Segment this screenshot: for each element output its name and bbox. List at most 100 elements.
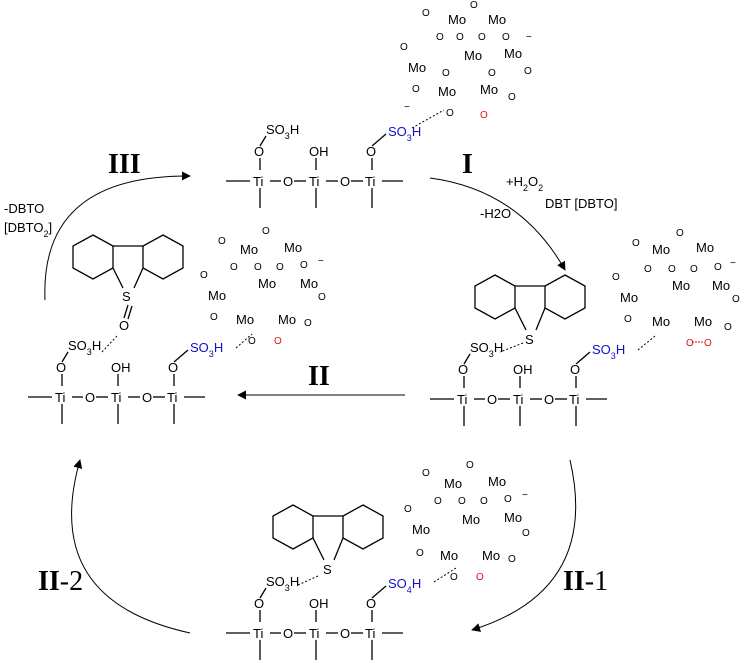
svg-text:Ti: Ti [513,392,523,407]
svg-text:Ti: Ti [111,390,121,405]
condition-dbto-out: -DBTO [4,201,44,216]
svg-text:Mo: Mo [694,314,712,329]
condition-dbto2-out: [DBTO2] [4,220,52,239]
svg-text:O: O [422,468,430,479]
svg-text:Ti: Ti [253,174,263,189]
svg-text:O: O [168,360,178,375]
polyoxometalate-peroxo-right: Mo Mo Mo Mo Mo Mo Mo O O O O O O O O O O… [612,228,740,349]
svg-text:S: S [122,289,131,304]
svg-text:O: O [690,264,698,275]
svg-text:O: O [210,312,218,323]
svg-text:O: O [442,68,450,79]
svg-text:Mo: Mo [652,242,670,257]
svg-text:O: O [412,84,420,95]
step-label-II: II [308,361,330,392]
svg-text:O: O [200,270,208,281]
svg-text:O: O [470,0,478,11]
svg-text:Mo: Mo [504,510,522,525]
arrow-step-II-1 [471,459,577,632]
svg-text:O: O [544,392,554,407]
svg-text:−: − [730,258,736,269]
svg-text:O: O [458,496,466,507]
svg-text:O: O [704,338,712,349]
step-label-III: III [108,149,141,180]
svg-text:O: O [458,362,468,377]
dibenzothiophene-oxide-left: S O [72,234,184,333]
svg-text:O: O [504,494,512,505]
svg-text:Ti: Ti [365,174,375,189]
svg-text:O: O [230,262,238,273]
svg-text:Mo: Mo [408,60,426,75]
svg-text:Mo: Mo [440,548,458,563]
svg-text:O: O [283,174,293,189]
svg-text:Mo: Mo [712,278,730,293]
svg-text:Mo: Mo [504,46,522,61]
hbond-cluster-bottom [433,567,457,583]
svg-text:OH: OH [513,362,533,377]
svg-text:O: O [502,32,510,43]
svg-text:O: O [416,548,424,559]
svg-text:O: O [732,294,740,305]
svg-text:OH: OH [111,360,131,375]
svg-text:O: O [254,144,264,159]
condition-dbt: DBT [DBTO] [545,196,617,211]
svg-text:O: O [676,228,684,239]
svg-text:SO4H: SO4H [388,576,421,595]
svg-text:Mo: Mo [482,548,500,563]
svg-text:Mo: Mo [480,82,498,97]
svg-text:Mo: Mo [464,48,482,63]
svg-text:O: O [714,262,722,273]
svg-text:O: O [366,596,376,611]
ti-surface: Ti O Ti O Ti O SO3H OH O SO3H [28,338,223,424]
svg-text:O: O [480,496,488,507]
hbond-dbto-left [101,335,118,353]
svg-text:O: O [632,238,640,249]
svg-text:Mo: Mo [672,278,690,293]
svg-text:Mo: Mo [448,12,466,27]
svg-text:Ti: Ti [309,174,319,189]
svg-text:O: O [644,264,652,275]
svg-text:O: O [274,336,282,347]
svg-text:O: O [436,32,444,43]
svg-text:O: O [56,360,66,375]
svg-text:Ti: Ti [457,392,467,407]
svg-text:Mo: Mo [278,312,296,327]
condition-water: -H2O [480,206,511,221]
svg-text:SO3H: SO3H [470,340,503,359]
structure-bottom: Ti O Ti O Ti O SO3H OH O SO4H [226,574,421,660]
svg-text:Ti: Ti [569,392,579,407]
hbond-top [411,109,445,129]
svg-text:O: O [724,322,732,333]
svg-text:O: O [400,42,408,53]
svg-text:SO3H: SO3H [266,574,299,593]
svg-text:O: O [366,144,376,159]
svg-text:O: O [142,390,152,405]
svg-text:Mo: Mo [284,240,302,255]
svg-text:SO3H: SO3H [388,124,421,143]
hbond-cluster-right [637,335,656,351]
svg-text:S: S [525,332,534,347]
svg-text:−: − [318,256,324,267]
svg-text:O: O [262,226,270,237]
svg-text:Ti: Ti [365,626,375,641]
svg-text:Mo: Mo [488,474,506,489]
dibenzothiophene-bottom: S [272,504,384,577]
svg-text:O: O [300,260,308,271]
condition-h2o2: +H2O2 [506,174,543,193]
step-label-II-2: II-2 [38,566,83,597]
svg-text:O: O [404,504,412,515]
polyoxometalate-left: Mo Mo Mo Mo Mo Mo Mo O O O O O O O O O O… [200,226,326,347]
svg-text:−: − [522,490,528,501]
svg-text:O: O [570,362,580,377]
svg-text:O: O [487,392,497,407]
svg-text:Mo: Mo [300,276,318,291]
svg-text:O: O [522,528,530,539]
svg-text:O: O [85,390,95,405]
ti-surface: Ti O Ti O Ti O SO3H OH O SO3H [226,122,421,208]
svg-text:O: O [508,92,516,103]
svg-text:O: O [624,314,632,325]
dibenzothiophene-right: S [474,274,586,347]
svg-text:Ti: Ti [309,626,319,641]
svg-text:Mo: Mo [412,522,430,537]
